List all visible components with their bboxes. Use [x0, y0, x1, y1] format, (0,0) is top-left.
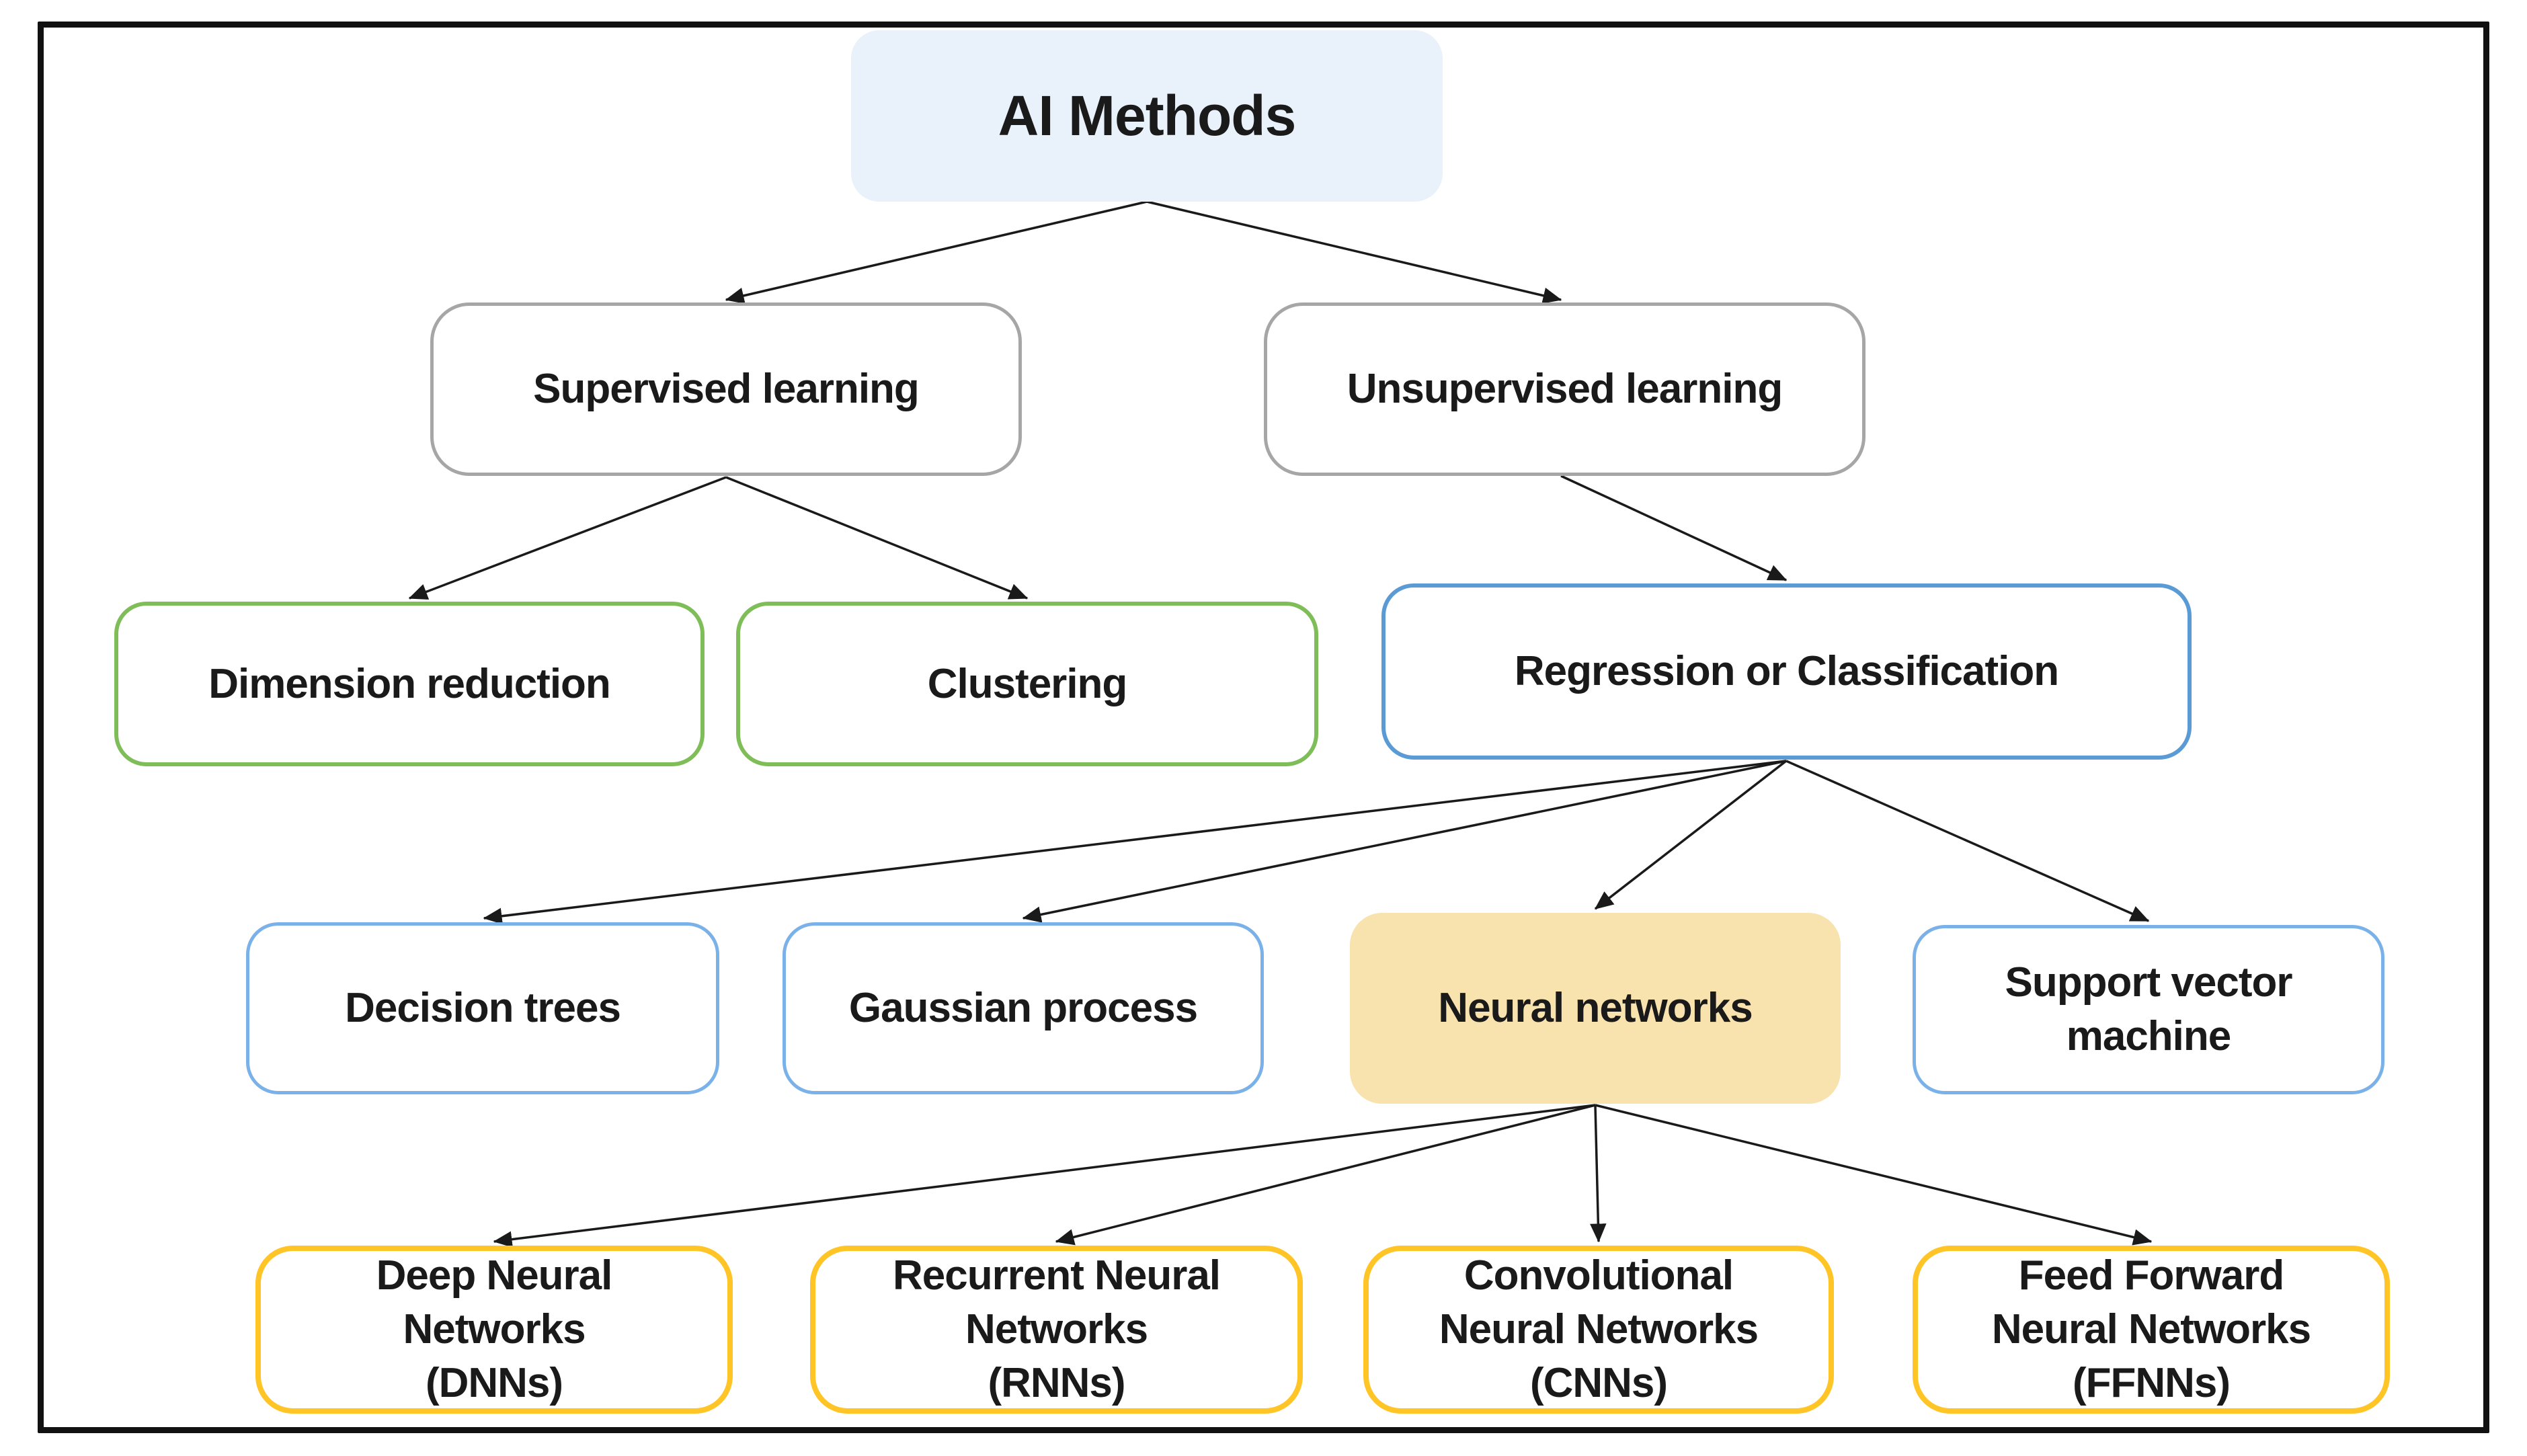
node-label: Convolutional Neural Networks (CNNs) — [1439, 1249, 1759, 1410]
node-label-line: Recurrent Neural — [892, 1252, 1221, 1299]
node-label: Dimension reduction — [208, 660, 611, 707]
node-decision-trees: Decision trees — [246, 922, 719, 1094]
node-dimension-reduction: Dimension reduction — [114, 602, 705, 766]
node-label: Clustering — [927, 660, 1128, 707]
node-deep-neural-networks: Deep Neural Networks (DNNs) — [255, 1246, 733, 1414]
node-label: Unsupervised learning — [1347, 366, 1783, 413]
node-recurrent-neural-networks: Recurrent Neural Networks (RNNs) — [810, 1246, 1303, 1414]
outer-frame — [38, 22, 2489, 1433]
node-label: Neural networks — [1438, 985, 1753, 1032]
node-support-vector-machine: Support vector machine — [1913, 925, 2384, 1094]
node-label: Support vector machine — [2005, 956, 2293, 1063]
node-label: AI Methods — [998, 84, 1297, 147]
node-label-line: Networks — [403, 1306, 586, 1352]
node-label-line: Networks — [965, 1306, 1148, 1352]
node-gaussian-process: Gaussian process — [783, 922, 1264, 1094]
node-supervised-learning: Supervised learning — [430, 302, 1022, 476]
node-neural-networks: Neural networks — [1350, 913, 1841, 1104]
node-label-line: (CNNs) — [1529, 1360, 1668, 1406]
node-label: Feed Forward Neural Networks (FFNNs) — [1992, 1249, 2311, 1410]
node-convolutional-neural-networks: Convolutional Neural Networks (CNNs) — [1363, 1246, 1834, 1414]
node-label: Supervised learning — [533, 366, 920, 413]
node-regression-or-classification: Regression or Classification — [1381, 583, 2192, 760]
node-label: Recurrent Neural Networks (RNNs) — [892, 1249, 1221, 1410]
node-unsupervised-learning: Unsupervised learning — [1264, 302, 1866, 476]
node-clustering: Clustering — [736, 602, 1318, 766]
node-label: Regression or Classification — [1514, 648, 2059, 695]
node-label: Decision trees — [345, 985, 621, 1032]
node-label-line: Deep Neural — [376, 1252, 613, 1299]
node-label-line: machine — [2066, 1013, 2232, 1059]
node-label-line: Convolutional — [1463, 1252, 1734, 1299]
node-ai-methods: AI Methods — [851, 30, 1443, 202]
node-label: Deep Neural Networks (DNNs) — [376, 1249, 613, 1410]
node-label-line: Neural Networks — [1991, 1306, 2311, 1352]
node-label: Gaussian process — [848, 985, 1198, 1032]
node-label-line: (FFNNs) — [2072, 1360, 2231, 1406]
node-label-line: (DNNs) — [425, 1360, 563, 1406]
node-label-line: Neural Networks — [1439, 1306, 1759, 1352]
node-label-line: Support vector — [2005, 959, 2293, 1006]
node-label-line: Feed Forward — [2018, 1252, 2285, 1299]
node-label-line: (RNNs) — [988, 1360, 1125, 1406]
node-feed-forward-neural-networks: Feed Forward Neural Networks (FFNNs) — [1913, 1246, 2390, 1414]
